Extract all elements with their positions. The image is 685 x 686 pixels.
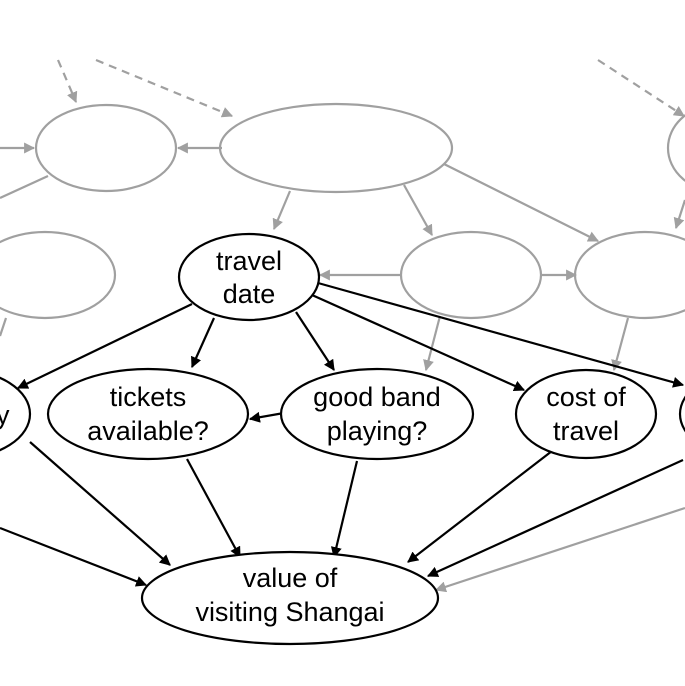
node-label: visiting Shangai [195, 597, 384, 627]
edge-travel-date-to-right [317, 281, 685, 388]
node-left-partial: y [0, 376, 32, 452]
node-travel-date: travel date [177, 232, 321, 322]
edge-cost-to-value [407, 450, 553, 563]
edge-tickets-to-value [186, 458, 241, 558]
edge-band-to-value [330, 460, 359, 559]
context-edge [0, 317, 8, 337]
node-good-band-playing: good band playing? [279, 367, 475, 461]
node-right-partial [678, 395, 685, 433]
node-label: date [223, 279, 276, 309]
node-label: available? [87, 416, 209, 446]
context-edge [611, 317, 630, 372]
context-node-right-edge [666, 114, 685, 182]
edge-travel-date-to-tickets [190, 317, 216, 369]
node-cost-of-travel: cost of travel [514, 368, 658, 460]
node-label: value of [243, 563, 338, 593]
context-edge [56, 59, 78, 104]
context-edge [443, 163, 599, 242]
context-node-left [0, 230, 117, 320]
context-node-b [218, 102, 454, 194]
context-node-c [399, 230, 543, 320]
context-node-a [34, 103, 178, 193]
node-label: playing? [327, 416, 428, 446]
context-node-d [573, 230, 685, 320]
context-edge [434, 506, 685, 593]
edge-left-to-value [29, 441, 171, 566]
context-edge [0, 175, 49, 199]
context-network [0, 58, 685, 593]
node-label: travel [216, 246, 282, 276]
context-edge [95, 58, 234, 118]
decision-edges [0, 281, 685, 587]
context-edge [403, 184, 433, 236]
node-label: good band [313, 382, 441, 412]
context-edge [272, 190, 292, 231]
node-value-of-visiting: value of visiting Shangai [140, 550, 440, 646]
edge-right-to-value [426, 458, 684, 578]
context-edge [423, 315, 442, 372]
node-label: tickets [110, 382, 187, 412]
edge-travel-date-to-cost [311, 293, 526, 392]
context-edge [673, 199, 685, 230]
node-tickets-available: tickets available? [46, 367, 250, 461]
node-label: travel [553, 416, 619, 446]
edge-travel-date-to-band [295, 311, 335, 371]
node-label: y [0, 400, 10, 430]
edge-band-to-tickets [248, 411, 285, 423]
node-label: cost of [546, 382, 626, 412]
context-edge [597, 59, 685, 117]
edge-travel-date-to-left [17, 303, 193, 389]
edge-offcanvas-to-value [0, 526, 148, 587]
